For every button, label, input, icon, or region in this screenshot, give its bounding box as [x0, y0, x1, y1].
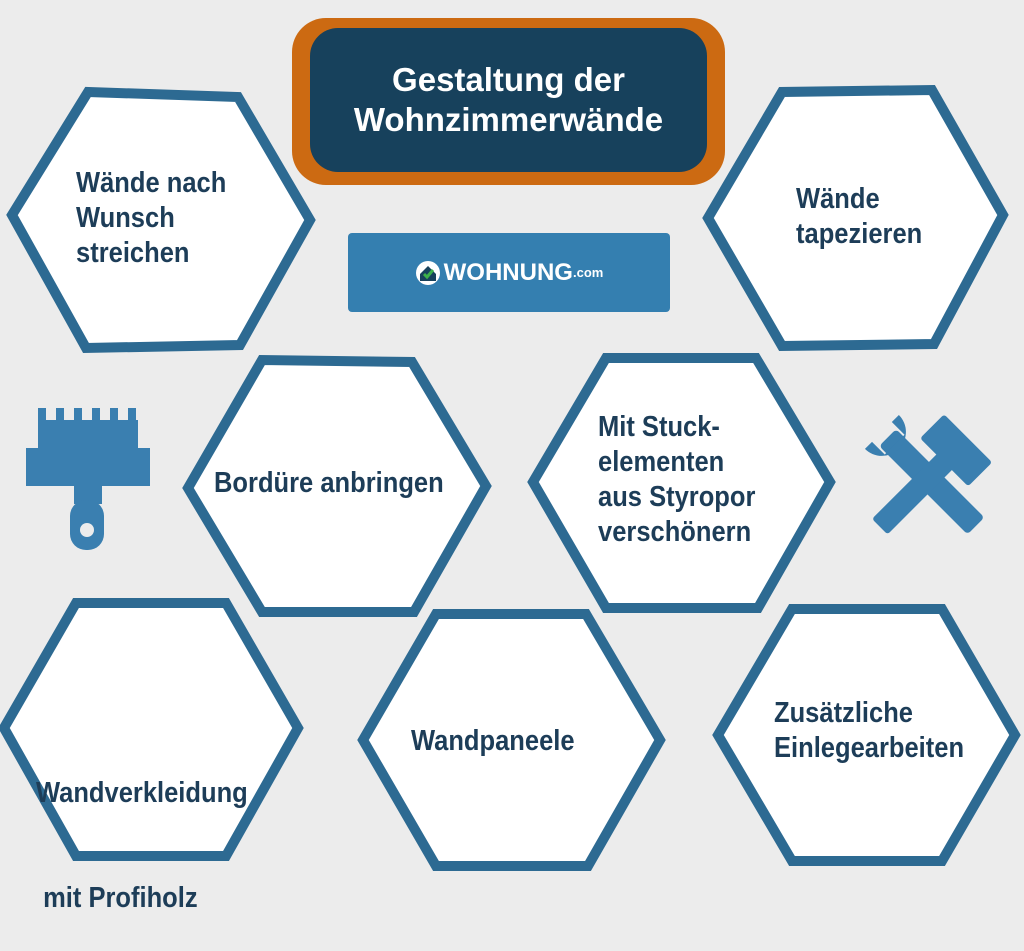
paint-scraper-icon: [26, 408, 150, 550]
label-line: elementen: [598, 446, 725, 478]
label-line: tapezieren: [796, 218, 923, 250]
hexagon-panels: [357, 609, 666, 871]
label-line: Bordüre anbringen: [214, 467, 444, 499]
title-line-1: Gestaltung der: [392, 61, 625, 98]
hex-label-stucco: Mit Stuck- elementen aus Styropor versch…: [598, 410, 755, 550]
house-check-icon: [415, 260, 440, 285]
hexagon-layer: [0, 84, 1021, 871]
label-line: Wände nach: [76, 167, 227, 199]
label-line: Wunsch: [76, 202, 175, 234]
hammer-wrench-icon: [864, 414, 991, 534]
wohnung-logo[interactable]: WOHNUNG.com: [348, 233, 670, 312]
hex-label-cladding: Wandverkleidung mit Profiholz: [36, 706, 248, 951]
hex-label-wallpaper: Wände tapezieren: [796, 182, 922, 252]
label-line: aus Styropor: [598, 481, 756, 513]
label-line: mit Profiholz: [36, 882, 198, 914]
title-line-2: Wohnzimmerwände: [353, 101, 664, 138]
label-line: Einlegearbeiten: [774, 732, 965, 764]
hex-label-inlays: Zusätzliche Einlegearbeiten: [774, 696, 964, 766]
label-line: verschönern: [598, 516, 752, 548]
label-line: Wandverkleidung: [36, 777, 248, 809]
hexagon-paint: [6, 86, 316, 354]
label-line: streichen: [76, 237, 190, 269]
hexagon-inlays: [712, 604, 1021, 866]
hexagon-wallpaper: [702, 84, 1009, 352]
hex-label-border: Bordüre anbringen: [214, 466, 444, 501]
hexagon-border: [182, 354, 492, 617]
hex-label-panels: Wandpaneele: [411, 724, 575, 759]
logo-suffix: .com: [572, 265, 604, 280]
label-line: Zusätzliche: [774, 697, 913, 729]
hexagon-stucco: [527, 353, 836, 613]
label-line: Wandpaneele: [411, 725, 575, 757]
logo-text: WOHNUNG: [443, 258, 573, 286]
hex-label-paint: Wände nach Wunsch streichen: [76, 166, 226, 271]
hexagon-cladding: [0, 598, 304, 861]
label-line: Wände: [796, 183, 880, 215]
label-line: Mit Stuck-: [598, 411, 720, 443]
